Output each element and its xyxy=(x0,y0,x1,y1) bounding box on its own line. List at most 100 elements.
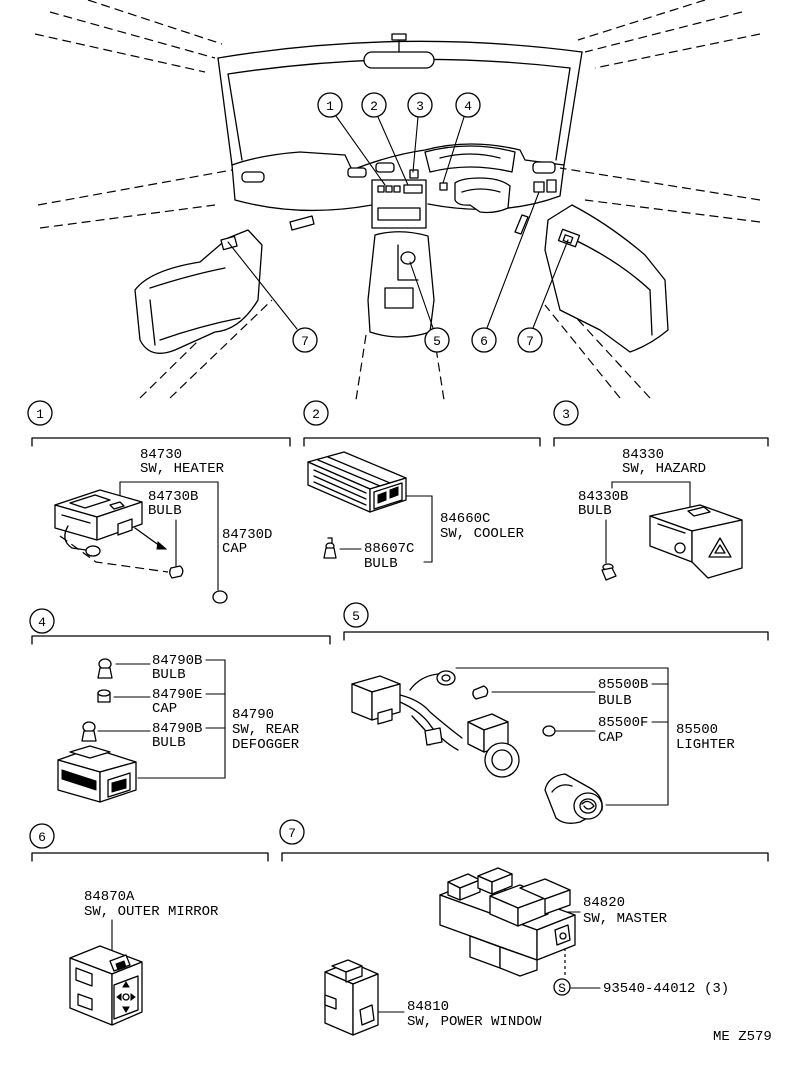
power-window-switch-name: SW, POWER WINDOW xyxy=(407,1014,542,1030)
cooler-switch-drawing xyxy=(307,451,407,513)
cooler-bulb-part-no: 88607C xyxy=(364,541,414,557)
callout-number: 6 xyxy=(480,334,488,349)
callout-number: 5 xyxy=(433,334,441,349)
section-bracket xyxy=(31,852,269,862)
overview-callout-4: 4 xyxy=(455,92,481,118)
lighter-cap-name: CAP xyxy=(598,730,623,746)
callout-number: 3 xyxy=(416,99,424,114)
cigarette-lighter-drawing xyxy=(544,773,603,824)
section-bracket xyxy=(31,437,291,447)
section-number: 1 xyxy=(36,407,44,422)
section-5-leader-lines xyxy=(455,667,669,806)
defogger-cap-part-no: 84790E xyxy=(152,687,202,703)
overview-callout-7-left: 7 xyxy=(292,327,318,353)
lighter-cap-drawing xyxy=(542,725,556,737)
section-2: 2 84660C SW, COOLER 88607C BULB xyxy=(303,400,541,572)
heater-bulb-name: BULB xyxy=(148,503,182,519)
hazard-switch-part-no: 84330 xyxy=(622,447,664,463)
lighter-bulb-part-no: 85500B xyxy=(598,677,648,693)
callout-number: 7 xyxy=(301,334,309,349)
screw-part-no: 93540-44012 xyxy=(603,981,695,997)
center-console xyxy=(367,231,435,338)
cooler-switch-name: SW, COOLER xyxy=(440,526,525,542)
section-7: 7 84820 SW, MASTER S 93540-44012 (3) 848… xyxy=(279,819,769,1036)
section-bracket xyxy=(31,635,331,645)
master-switch-drawing xyxy=(439,867,576,977)
lighter-part-no: 85500 xyxy=(676,722,718,738)
heater-switch-name: SW, HEATER xyxy=(140,461,225,477)
section-bracket xyxy=(553,437,769,447)
overview-callout-3: 3 xyxy=(407,92,433,118)
section-number: 3 xyxy=(562,407,570,422)
section-2-leader-lines xyxy=(339,495,433,563)
callout-number: 4 xyxy=(464,99,472,114)
lighter-socket-drawing xyxy=(467,713,520,778)
diagram-code: ME Z579 xyxy=(713,1029,772,1045)
dashboard xyxy=(231,143,565,235)
overview-callout-7-right: 7 xyxy=(517,327,543,353)
lighter-name: LIGHTER xyxy=(676,737,735,753)
outer-mirror-switch-name: SW, OUTER MIRROR xyxy=(84,904,219,920)
callout-number: 2 xyxy=(370,99,378,114)
outer-mirror-switch-drawing xyxy=(69,945,143,1026)
rear-defogger-switch-name-line-1: SW, REAR xyxy=(232,722,300,738)
rearview-mirror xyxy=(363,33,435,69)
interior-overview-drawing xyxy=(34,0,761,401)
section-number: 5 xyxy=(352,609,360,624)
right-door-panel xyxy=(544,204,669,353)
section-number: 4 xyxy=(38,615,46,630)
lighter-bulb-drawing xyxy=(472,685,489,700)
section-1: 1 84730 SW, HEATER 84730B BULB 84730D CA… xyxy=(27,400,291,604)
outer-mirror-switch-part-no: 84870A xyxy=(84,889,135,905)
defogger-bulb-upper-drawing xyxy=(97,658,113,679)
overview-callout-1: 1 xyxy=(317,92,343,118)
section-6: 6 84870A SW, OUTER MIRROR xyxy=(29,823,269,1026)
hazard-switch-drawing xyxy=(649,504,743,579)
overview-leader-lines xyxy=(227,115,569,330)
heater-cap-part-no: 84730D xyxy=(222,527,272,543)
screw-symbol: S xyxy=(553,978,571,996)
defogger-bulb-lower-drawing xyxy=(81,721,97,742)
hazard-bulb-name: BULB xyxy=(578,503,612,519)
section-bracket xyxy=(343,631,769,641)
section-3: 3 84330 SW, HAZARD 84330B BULB xyxy=(553,400,769,581)
power-window-switch-part-no: 84810 xyxy=(407,999,449,1015)
section-number: 7 xyxy=(288,826,296,841)
cooler-bulb-drawing xyxy=(323,537,337,559)
section-3-leader-lines xyxy=(605,481,691,564)
screw-quantity: (3) xyxy=(704,981,729,997)
section-5: 5 85500B BULB 85500F CAP 85500 LIGHTER xyxy=(343,602,769,824)
rear-defogger-switch-drawing xyxy=(57,745,137,803)
defogger-bulb-upper-part-no: 84790B xyxy=(152,653,202,669)
heater-cap-drawing xyxy=(212,590,228,604)
master-switch-part-no: 84820 xyxy=(583,895,625,911)
power-window-switch-drawing xyxy=(324,959,379,1036)
overview-callout-5: 5 xyxy=(424,327,450,353)
heater-switch-drawing xyxy=(54,489,168,557)
hazard-bulb-drawing xyxy=(601,563,617,581)
master-switch-name: SW, MASTER xyxy=(583,911,668,927)
section-number: 2 xyxy=(312,407,320,422)
overview-callout-6: 6 xyxy=(471,327,497,353)
section-number: 6 xyxy=(38,830,46,845)
heater-switch-part-no: 84730 xyxy=(140,447,182,463)
callout-number: 7 xyxy=(526,334,534,349)
lighter-wiring-harness-drawing xyxy=(351,670,463,751)
heater-cap-name: CAP xyxy=(222,541,247,557)
defogger-bulb-upper-name: BULB xyxy=(152,667,186,683)
section-4-leader-lines xyxy=(97,659,226,779)
cooler-switch-part-no: 84660C xyxy=(440,511,490,527)
lighter-bulb-name: BULB xyxy=(598,693,632,709)
section-bracket xyxy=(281,852,769,862)
section-1-leader-lines xyxy=(59,481,219,591)
left-door-panel xyxy=(134,229,263,354)
heater-bulb-part-no: 84730B xyxy=(148,489,198,505)
defogger-cap-drawing xyxy=(97,689,111,703)
overview-callout-2: 2 xyxy=(361,92,387,118)
section-bracket xyxy=(303,437,541,447)
cooler-bulb-name: BULB xyxy=(364,556,398,572)
defogger-bulb-lower-name: BULB xyxy=(152,735,186,751)
defogger-bulb-lower-part-no: 84790B xyxy=(152,721,202,737)
rear-defogger-switch-name-line-2: DEFOGGER xyxy=(232,737,300,753)
